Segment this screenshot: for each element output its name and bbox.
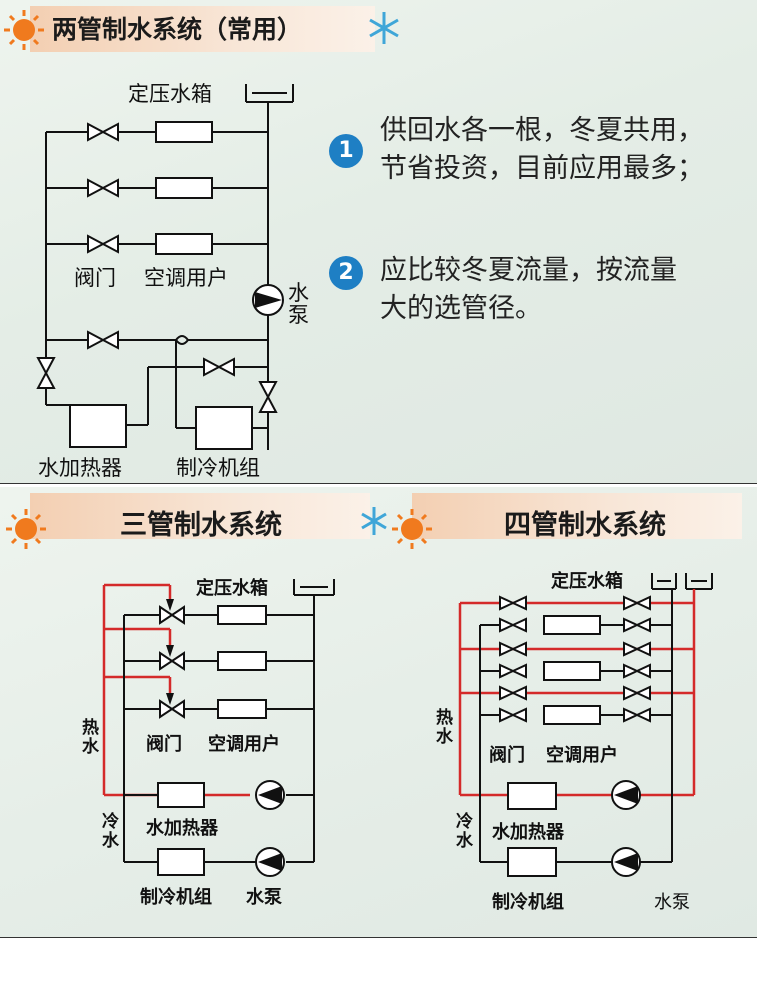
pump-label: 水泵 <box>654 892 690 913</box>
chiller-unit <box>157 848 205 876</box>
three-way-valve-icon <box>159 651 185 671</box>
user-label: 空调用户 <box>144 266 228 290</box>
valve-icon <box>499 595 527 611</box>
pump-icon <box>255 847 285 877</box>
page-title: 两管制水系统（常用） <box>52 15 303 44</box>
valve-icon <box>258 381 278 413</box>
sun-icon <box>6 509 46 549</box>
pressure-tank <box>245 84 294 103</box>
three-four-pipe-diagram <box>6 507 713 877</box>
pump-label: 水泵 <box>246 887 282 908</box>
bullet-line: 供回水各一根，冬夏共用， <box>380 115 704 146</box>
two-pipe-diagram <box>4 10 399 450</box>
ac-unit <box>155 177 213 199</box>
pump-icon <box>611 780 641 810</box>
valve-icon <box>623 707 651 723</box>
ac-unit <box>217 651 267 671</box>
two-pipe-panel: 两管制水系统（常用） 定压水箱 阀门 空调用户 水泵 水加热器 制冷机组 1 供… <box>0 0 757 483</box>
bullet-line: 节省投资，目前应用最多； <box>380 153 704 184</box>
heater-label: 水加热器 <box>146 818 218 839</box>
pump-icon <box>252 284 284 316</box>
three-pipe-diagram <box>102 579 335 877</box>
cold-water-label: 冷水 <box>102 812 119 851</box>
bullet-number: 1 <box>329 134 363 168</box>
water-heater <box>157 782 205 808</box>
heater-label: 水加热器 <box>492 822 564 843</box>
valve-icon <box>87 234 119 254</box>
title-banner <box>412 493 742 539</box>
valve-icon <box>623 685 651 701</box>
chiller-label: 制冷机组 <box>176 456 260 480</box>
heater-label: 水加热器 <box>38 456 122 480</box>
sun-icon <box>4 10 44 50</box>
ac-unit <box>543 615 601 635</box>
valve-label: 阀门 <box>146 734 182 755</box>
title-banner <box>30 6 375 52</box>
three-way-valve-icon <box>159 605 185 625</box>
sun-icon <box>392 509 432 549</box>
chiller-label: 制冷机组 <box>140 887 212 908</box>
ac-unit <box>217 699 267 719</box>
tank-label: 定压水箱 <box>551 571 623 592</box>
user-label: 空调用户 <box>546 745 618 766</box>
valve-icon <box>499 707 527 723</box>
user-label: 空调用户 <box>208 734 280 755</box>
three-way-valve-icon <box>159 699 185 719</box>
valve-icon <box>499 663 527 679</box>
title-banner <box>30 493 370 539</box>
valve-icon <box>499 685 527 701</box>
valve-label: 阀门 <box>489 745 525 766</box>
valve-icon <box>87 122 119 142</box>
ac-unit <box>155 233 213 255</box>
ac-unit <box>543 705 601 725</box>
bullet-number: 2 <box>329 256 363 290</box>
pump-label: 水泵 <box>288 281 309 327</box>
three-four-pipe-panel: 三管制水系统 定压水箱 热水 冷水 阀门 空调用户 水加热器 制冷机组 水泵 四… <box>0 487 757 937</box>
chiller-unit <box>195 406 253 450</box>
pump-icon <box>611 847 641 877</box>
four-pipe-diagram <box>458 573 713 877</box>
valve-icon <box>203 357 235 377</box>
snowflake-icon <box>361 507 387 535</box>
valve-icon <box>499 617 527 633</box>
valve-icon <box>623 663 651 679</box>
valve-label: 阀门 <box>74 266 116 290</box>
pressure-tank <box>293 579 335 596</box>
pump-icon <box>255 780 285 810</box>
valve-icon <box>623 595 651 611</box>
tank-label: 定压水箱 <box>128 82 212 106</box>
tank-label: 定压水箱 <box>196 578 268 599</box>
hot-water-label: 热水 <box>436 708 453 747</box>
valve-icon <box>36 357 56 389</box>
chiller-label: 制冷机组 <box>492 892 564 913</box>
bullet-line: 应比较冬夏流量，按流量 <box>380 255 677 286</box>
four-pipe-title: 四管制水系统 <box>504 510 666 541</box>
pressure-tank <box>651 573 713 590</box>
ac-unit <box>155 121 213 143</box>
cold-water-label: 冷水 <box>456 812 473 851</box>
bullet-line: 大的选管径。 <box>380 293 542 324</box>
snowflake-icon <box>369 12 399 44</box>
water-heater <box>69 404 127 448</box>
ac-unit <box>543 661 601 681</box>
valve-icon <box>623 641 651 657</box>
valve-icon <box>87 330 119 350</box>
three-pipe-title: 三管制水系统 <box>120 510 282 541</box>
valve-icon <box>87 178 119 198</box>
water-heater <box>507 782 557 810</box>
hot-water-label: 热水 <box>82 718 99 757</box>
ac-unit <box>217 605 267 625</box>
chiller-unit <box>507 847 557 877</box>
divider <box>0 937 757 938</box>
valve-icon <box>623 617 651 633</box>
valve-icon <box>499 641 527 657</box>
divider <box>0 483 757 484</box>
